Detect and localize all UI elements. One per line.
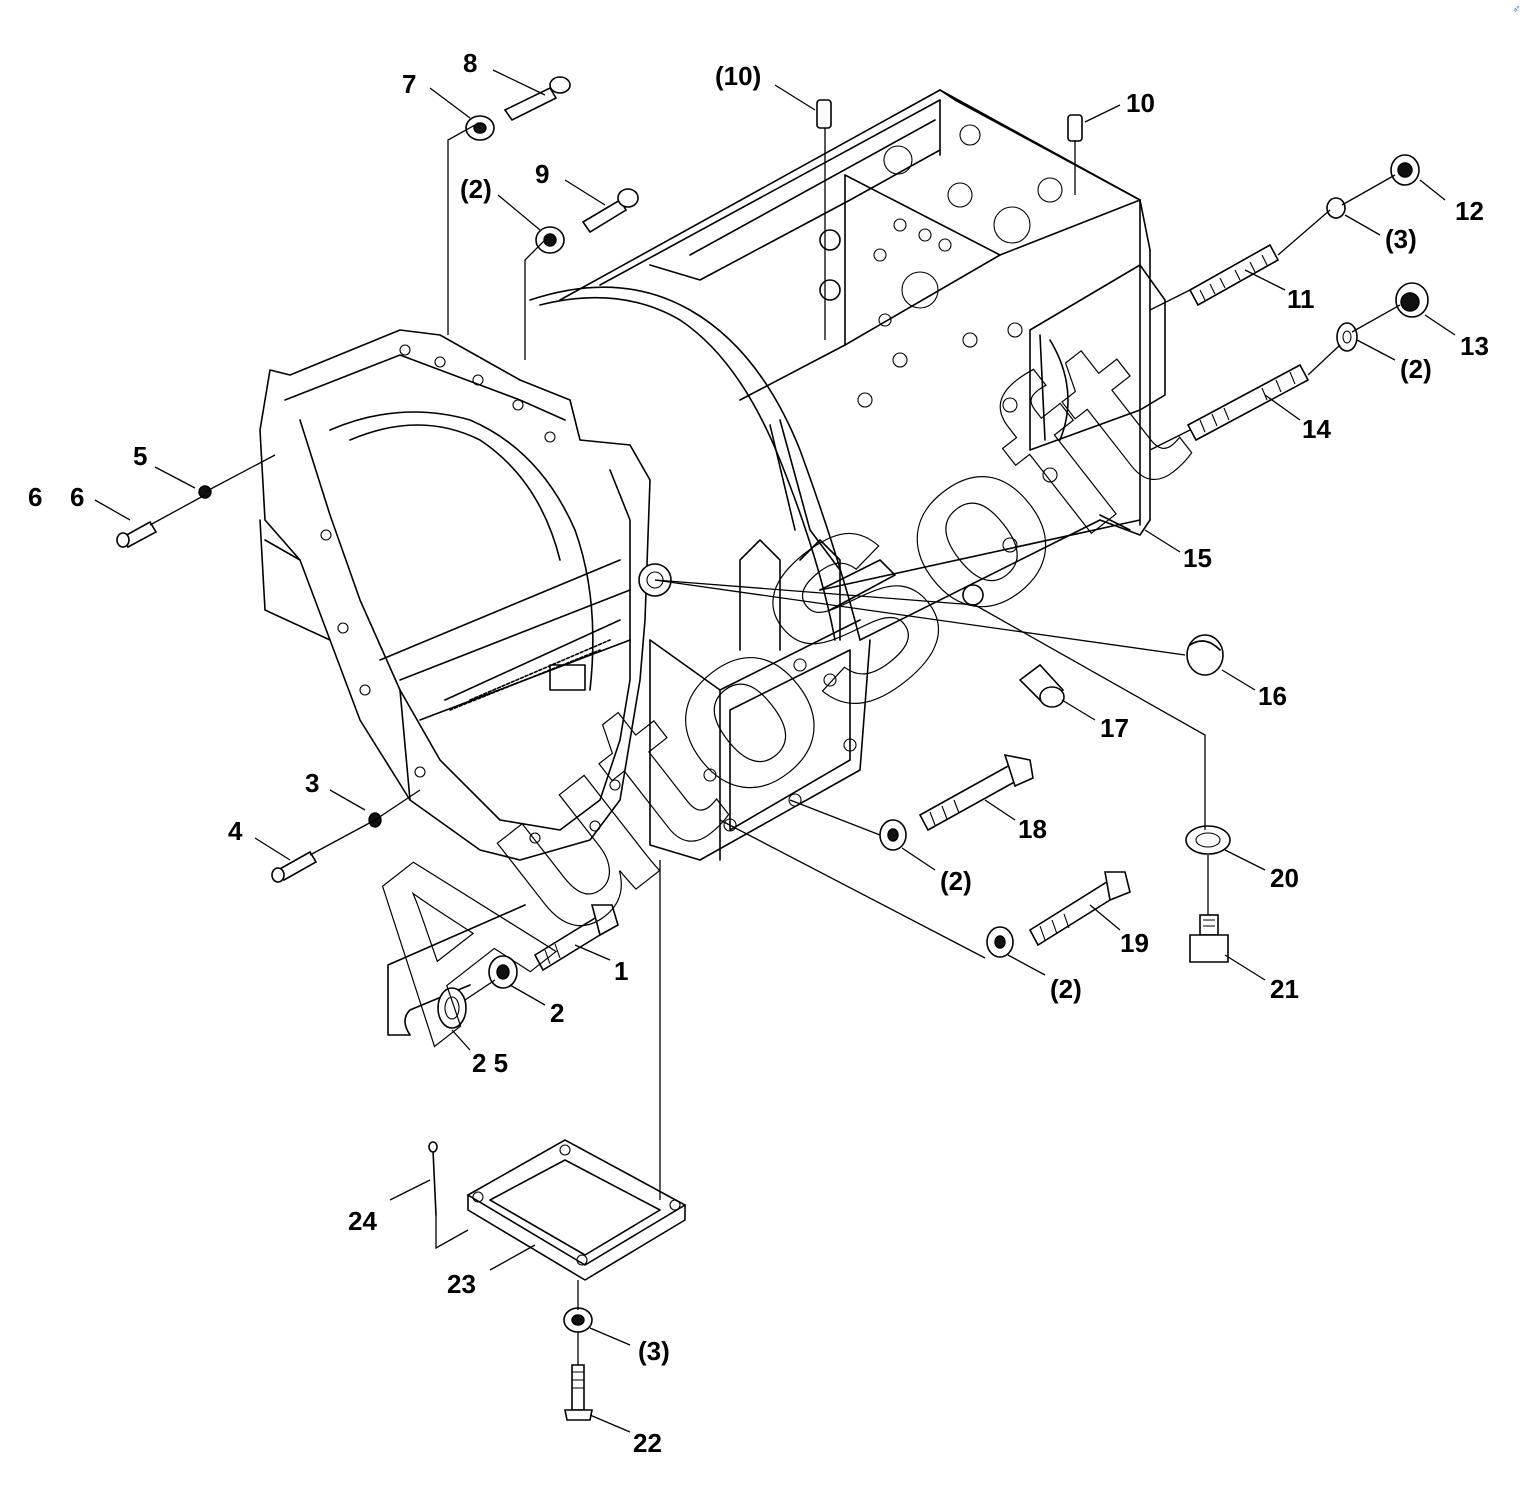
callout-18: 18 xyxy=(1018,814,1047,844)
callout-20: 20 xyxy=(1270,863,1299,893)
callout-23: 23 xyxy=(447,1269,476,1299)
callout-24: 24 xyxy=(348,1206,377,1236)
callout-4: 4 xyxy=(228,816,243,846)
callout-11: 11 xyxy=(1287,284,1315,314)
callout-22: 22 xyxy=(633,1428,662,1458)
bolt-4-icon xyxy=(271,850,318,883)
corner-mark: ᵃ° xyxy=(1512,3,1523,15)
callout-7: 7 xyxy=(402,69,416,99)
callout-2-upper: (2) xyxy=(460,174,492,204)
callout-25: 2 5 xyxy=(472,1048,508,1078)
dipstick-24-icon xyxy=(428,1141,438,1216)
nut-7-icon xyxy=(465,115,495,141)
bolt-1-icon xyxy=(533,904,619,972)
callout-3-lower: (3) xyxy=(638,1336,670,1366)
plug-16-icon xyxy=(1186,634,1224,676)
callout-2: 2 xyxy=(550,998,564,1028)
bolt-9-icon xyxy=(581,188,639,234)
callout-1: 1 xyxy=(614,956,628,986)
callout-10-paren: (10) xyxy=(715,61,761,91)
drain-plug-21-icon xyxy=(1189,914,1229,963)
callout-19: 19 xyxy=(1120,928,1149,958)
callout-17: 17 xyxy=(1100,713,1129,743)
bolt-18-icon xyxy=(918,753,1034,832)
callout-10: 10 xyxy=(1126,88,1155,118)
callout-2-19: (2) xyxy=(1050,974,1082,1004)
washer-18-icon xyxy=(879,819,907,851)
stud-11-icon xyxy=(1188,243,1280,307)
callout-6a: 6 xyxy=(28,482,42,512)
callout-9: 9 xyxy=(535,159,549,189)
callout-labels: 8 7 9 (2) (10) 10 12 (3) 11 13 (2) 14 15… xyxy=(28,48,1489,1458)
callout-14: 14 xyxy=(1302,414,1331,444)
bracket-25-icon xyxy=(387,904,526,1036)
cap-nut-13-icon xyxy=(1395,282,1429,318)
watermark: AutoSoft xyxy=(302,288,1225,1088)
callout-2-18: (2) xyxy=(940,866,972,896)
callout-21: 21 xyxy=(1270,974,1299,1004)
nut-12-icon xyxy=(1390,154,1420,186)
callout-3-upper: (3) xyxy=(1385,224,1417,254)
bolt-22-icon xyxy=(564,1364,593,1421)
callout-leaders xyxy=(94,69,1456,1433)
washer-19-icon xyxy=(986,926,1014,958)
bolt-19-icon xyxy=(1028,871,1131,947)
washer-2-right-icon xyxy=(1336,322,1358,352)
washer-3-upper-icon xyxy=(1326,197,1346,219)
callout-15: 15 xyxy=(1183,543,1212,573)
cover-plate-23-icon xyxy=(466,1139,687,1281)
callout-12: 12 xyxy=(1455,196,1484,226)
washer-3-lower-icon xyxy=(563,1307,593,1333)
bushing-17-icon xyxy=(1018,663,1065,708)
callout-6b: 6 xyxy=(70,482,84,512)
callout-16: 16 xyxy=(1258,681,1287,711)
callout-13: 13 xyxy=(1460,331,1489,361)
callout-5: 5 xyxy=(133,441,147,471)
pin-15-icon xyxy=(1099,514,1131,531)
callout-3: 3 xyxy=(305,768,319,798)
callout-8: 8 xyxy=(463,48,477,78)
washer-2-icon xyxy=(488,955,518,989)
bolt-6-icon xyxy=(116,520,158,549)
washer-20-icon xyxy=(1185,825,1231,855)
nut-upper-icon xyxy=(535,226,565,254)
transmission-housing xyxy=(259,89,1166,861)
callout-2-right: (2) xyxy=(1400,354,1432,384)
bolt-8-icon xyxy=(503,76,571,122)
assembly-lines xyxy=(149,124,1401,1365)
stud-14-icon xyxy=(1186,363,1310,442)
